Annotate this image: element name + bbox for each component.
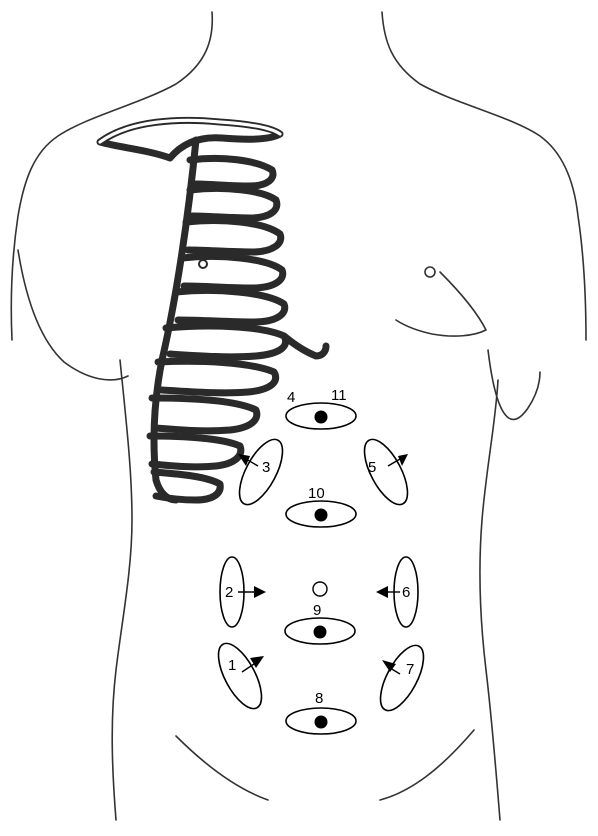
site-1-label: 1 xyxy=(228,657,236,674)
site-8[interactable]: 8 xyxy=(286,690,356,734)
site-7-label: 7 xyxy=(406,661,414,678)
site-6-label: 6 xyxy=(402,584,410,601)
injection-sites: 4 11 3 5 10 2 xyxy=(210,387,432,734)
site-8-label: 8 xyxy=(315,690,323,707)
site-7[interactable]: 7 xyxy=(372,639,432,717)
rib-cage xyxy=(100,120,326,500)
site-2-label: 2 xyxy=(225,584,233,601)
site-5[interactable]: 5 xyxy=(356,433,416,511)
site-11-label: 11 xyxy=(331,387,347,404)
site-3-label: 3 xyxy=(262,459,270,476)
site-1[interactable]: 1 xyxy=(210,637,270,715)
site-4-11[interactable]: 4 11 xyxy=(286,387,356,429)
site-9-label: 9 xyxy=(313,602,321,619)
navel-marker xyxy=(313,582,327,596)
site-6[interactable]: 6 xyxy=(376,557,418,627)
site-10-label: 10 xyxy=(308,485,325,502)
site-9[interactable]: 9 xyxy=(285,602,355,644)
site-4-label: 4 xyxy=(287,389,295,406)
site-5-label: 5 xyxy=(368,459,376,476)
site-2[interactable]: 2 xyxy=(220,557,266,627)
site-10[interactable]: 10 xyxy=(286,485,356,527)
